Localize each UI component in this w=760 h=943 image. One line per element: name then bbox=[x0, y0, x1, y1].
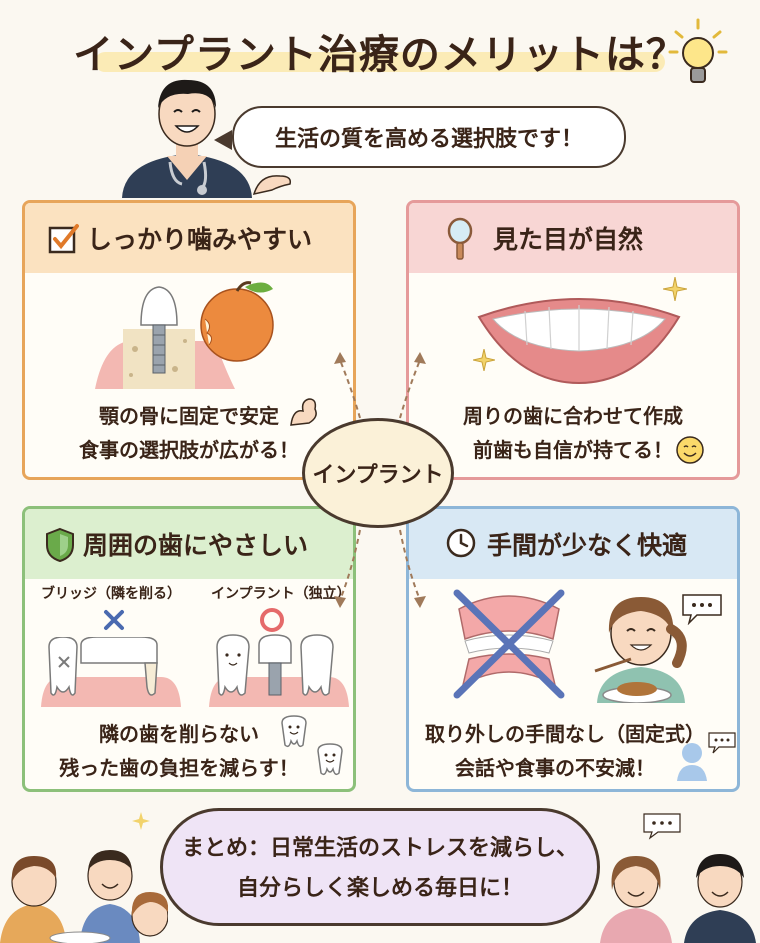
speech-bubble: 生活の質を高める選択肢です！ bbox=[232, 106, 626, 168]
shield-icon bbox=[46, 527, 74, 563]
hand-mirror-icon bbox=[447, 217, 473, 260]
implant-label: インプラント（独立） bbox=[211, 586, 351, 602]
panel-gentle-header bbox=[25, 509, 353, 579]
woman-eating-illustration bbox=[594, 597, 687, 703]
lightbulb-icon bbox=[668, 18, 728, 83]
connector-arrows bbox=[334, 352, 426, 608]
bridge-teeth-illustration bbox=[41, 637, 181, 707]
smiley-icon bbox=[676, 436, 704, 464]
panel-chew-header bbox=[25, 203, 353, 273]
speech-bubble-tail bbox=[214, 130, 232, 150]
panel-chew-line-1: 顎の骨に固定で安定 bbox=[99, 404, 279, 428]
panel-gentle: 周囲の歯にやさしい ブリッジ（隣を削る） インプラント（独立） 隣の歯を削らない… bbox=[22, 506, 356, 792]
panel-look-line-1: 周りの歯に合わせて作成 bbox=[463, 404, 683, 428]
summary-bubble: まとめ：日常生活のストレスを減らし、 自分らしく楽しめる毎日に！ bbox=[160, 808, 600, 926]
happy-tooth-icon bbox=[317, 743, 343, 776]
panel-gentle-line-2: 残った歯の負担を減らす！ bbox=[59, 756, 299, 780]
page-title: インプラント治療のメリットは？ bbox=[73, 32, 687, 78]
sparkle-icon bbox=[663, 277, 687, 301]
panel-look: 見た目が自然 周りの歯に合わせて作成 前歯も自信が持てる！ bbox=[406, 200, 740, 480]
doctor-hand bbox=[252, 175, 292, 196]
checkbox-icon bbox=[48, 224, 79, 254]
speech-dots-icon bbox=[643, 813, 681, 840]
sparkle-icon bbox=[132, 812, 150, 830]
happy-tooth-icon bbox=[281, 715, 307, 748]
panel-easy: 手間が少なく快適 取り外しの手間なし（固定式） 会話や食事の不安減！ bbox=[406, 506, 740, 792]
sparkle-icon bbox=[473, 349, 495, 371]
implant-teeth-illustration bbox=[209, 634, 349, 707]
bridge-label: ブリッジ（隣を削る） bbox=[41, 586, 181, 602]
implant-apple-illustration bbox=[95, 281, 274, 389]
center-implant-label: インプラント bbox=[302, 418, 454, 528]
circle-mark-icon bbox=[260, 608, 284, 632]
couple-talking-illustration bbox=[600, 854, 756, 943]
smile-teeth-illustration bbox=[477, 298, 681, 385]
panel-look-title: 見た目が自然 bbox=[493, 225, 644, 254]
panel-gentle-title: 周囲の歯にやさしい bbox=[83, 531, 309, 560]
panel-look-line-2: 前歯も自信が持てる！ bbox=[473, 438, 673, 462]
panel-chew-line-2: 食事の選択肢が広がる！ bbox=[79, 438, 299, 462]
panel-chew-title: しっかり噛みやすい bbox=[87, 225, 313, 254]
family-eating-illustration bbox=[0, 850, 168, 943]
doctor-illustration bbox=[122, 79, 252, 198]
clock-icon bbox=[446, 528, 476, 558]
panel-chew: しっかり噛みやすい 顎の骨に固定で安定 食事の選択肢が広がる！ bbox=[22, 200, 356, 480]
panel-gentle-line-1: 隣の歯を削らない bbox=[99, 722, 259, 746]
summary-line-2: 自分らしく楽しめる毎日に！ bbox=[236, 876, 523, 901]
flexed-arm-icon bbox=[290, 398, 317, 426]
person-icon bbox=[677, 743, 707, 781]
crossed-denture-illustration bbox=[453, 589, 565, 699]
panel-easy-title: 手間が少なく快適 bbox=[487, 531, 688, 560]
speech-dots-icon bbox=[708, 732, 736, 754]
panel-easy-line-1: 取り外しの手間なし（固定式） bbox=[425, 722, 705, 746]
cross-mark-icon bbox=[104, 610, 124, 630]
title-highlight bbox=[95, 52, 665, 72]
summary-line-1: まとめ：日常生活のストレスを減らし、 bbox=[181, 836, 578, 861]
panel-easy-line-2: 会話や食事の不安減！ bbox=[455, 756, 655, 780]
speech-dots-icon bbox=[682, 594, 722, 625]
